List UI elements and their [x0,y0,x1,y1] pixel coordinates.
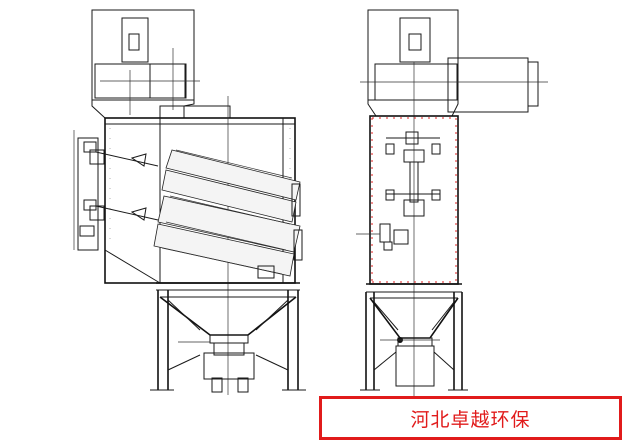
company-label-box: 河北卓越环保 [319,396,622,440]
side-view [73,9,306,395]
front-view [356,9,548,410]
company-label: 河北卓越环保 [410,408,531,431]
